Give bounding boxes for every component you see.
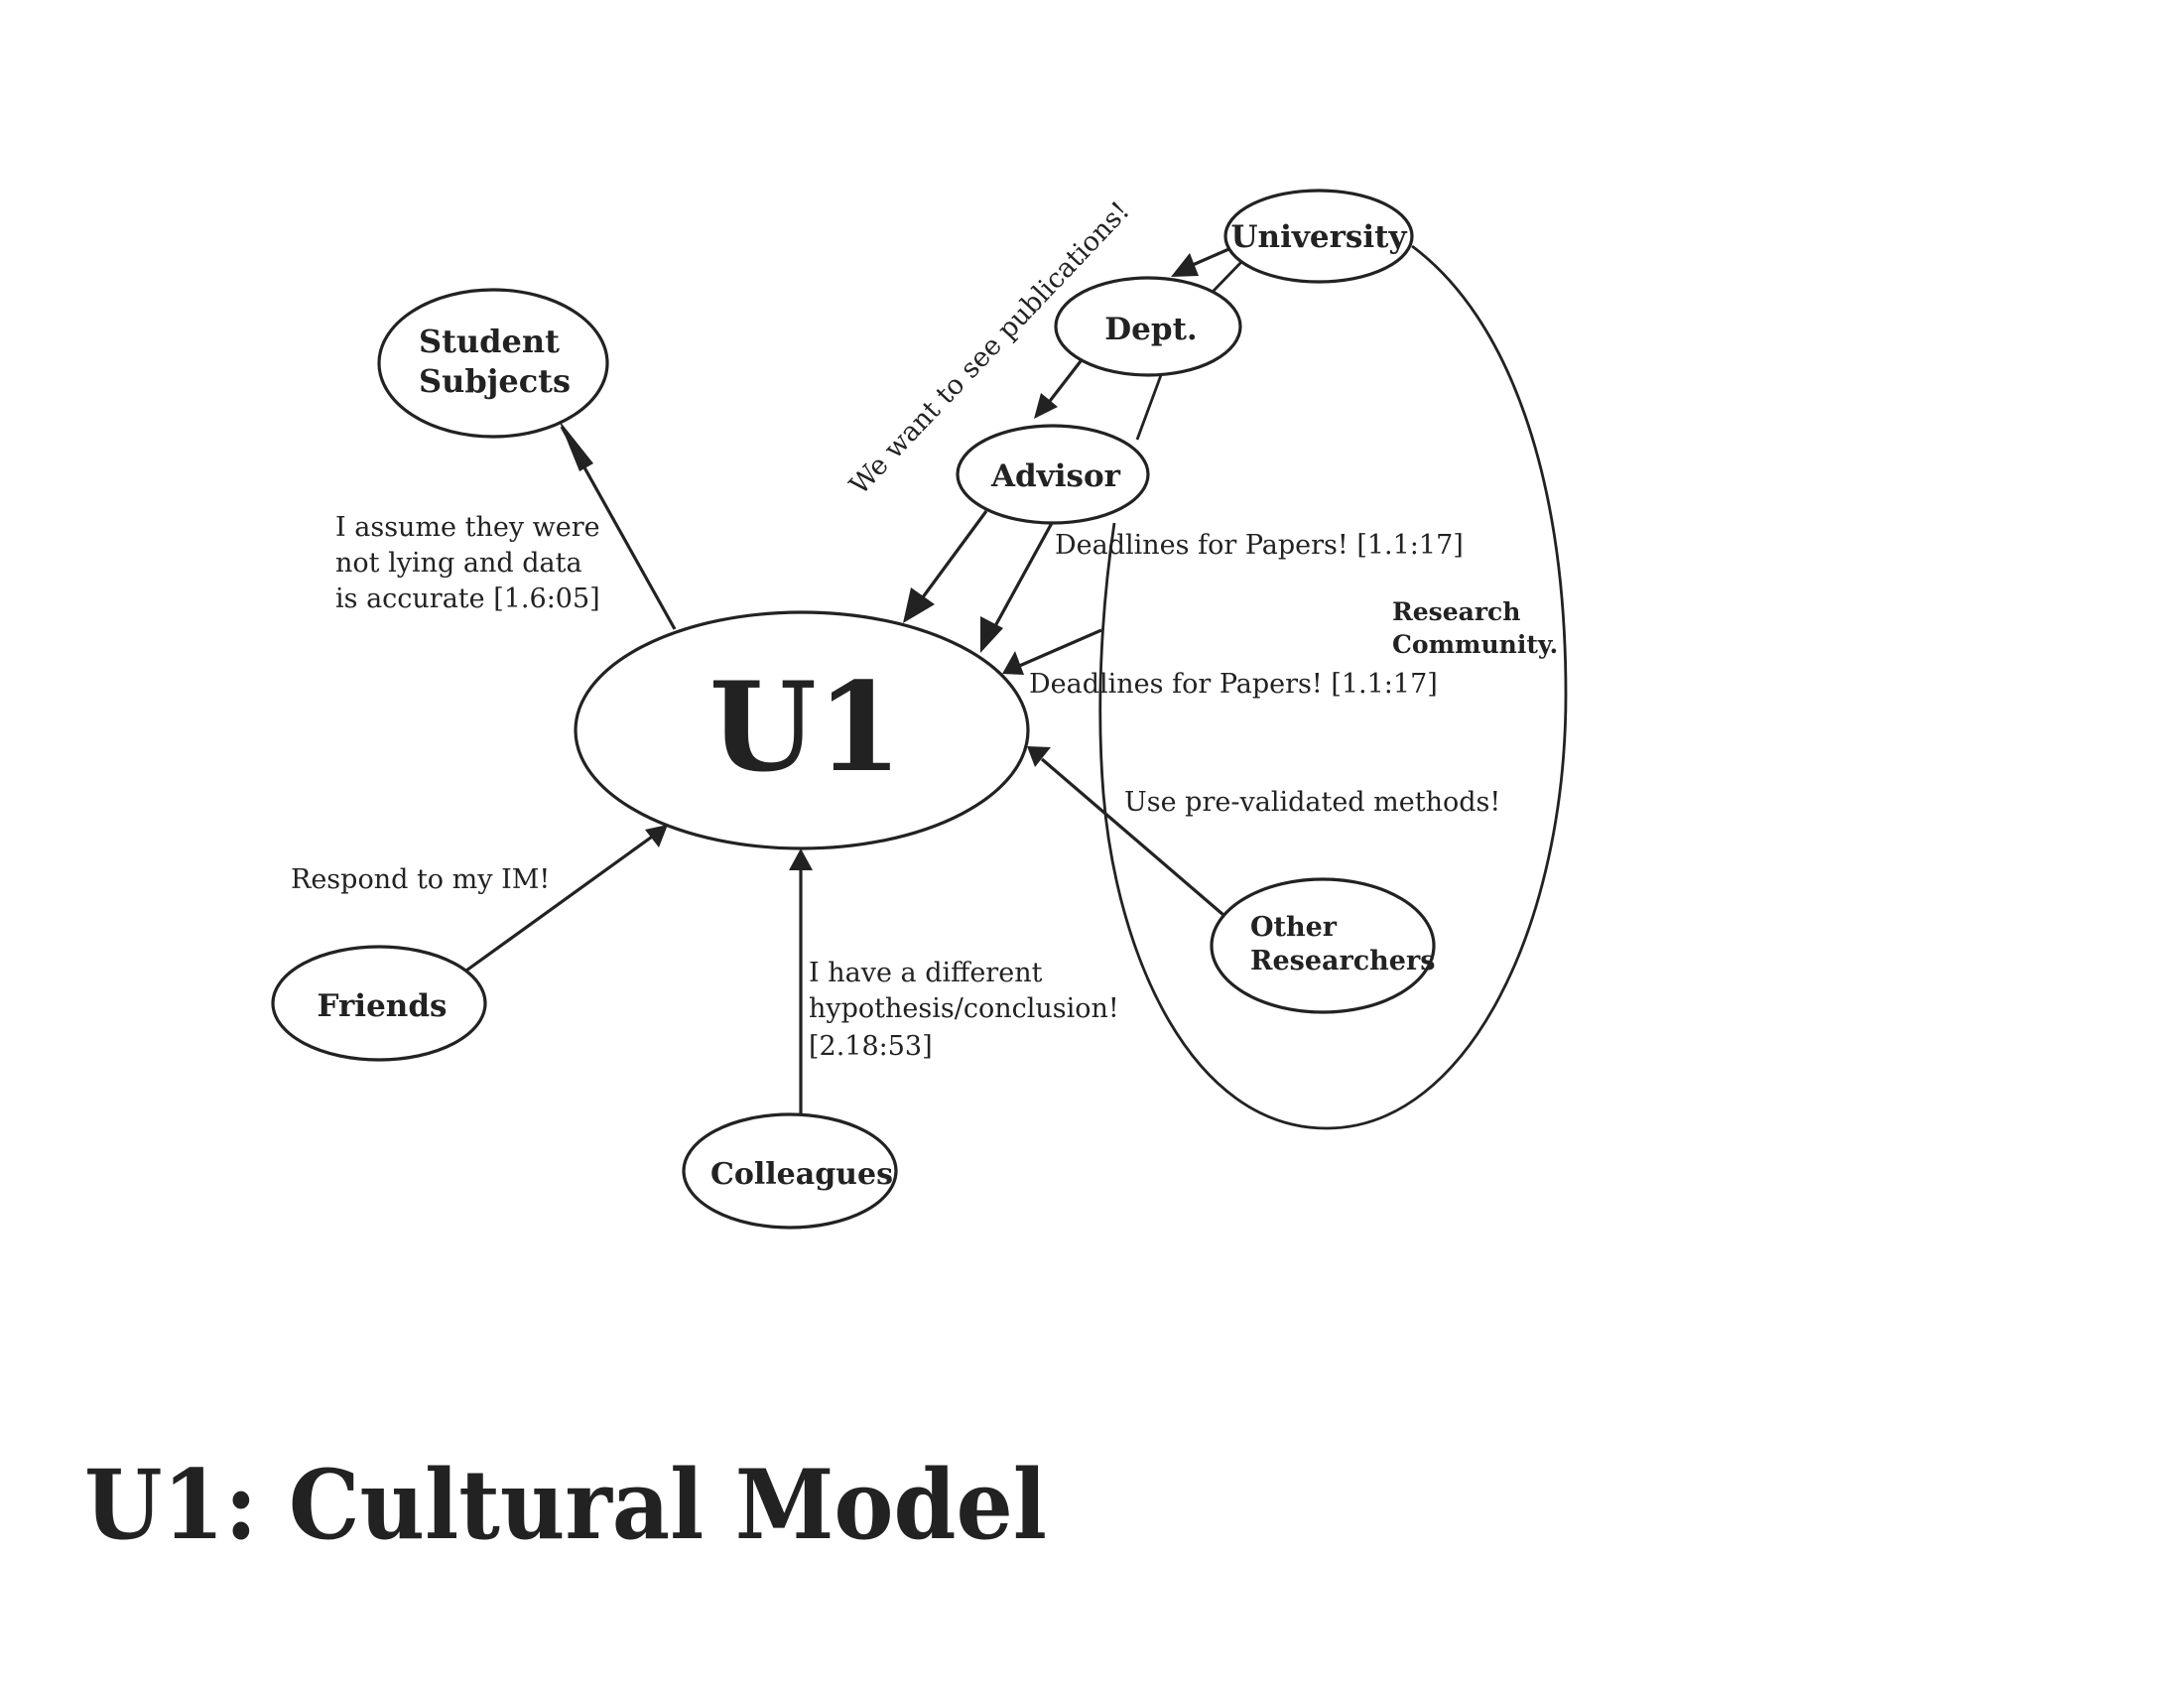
arrowhead-u1-b: [980, 616, 1003, 653]
edge-advisor-to-u1-b: [988, 522, 1054, 636]
arrowhead-advisor: [1034, 393, 1058, 419]
colleagues-label: Colleagues: [710, 1157, 893, 1192]
student-subjects-edge-label-line1: I assume they were: [335, 512, 600, 543]
arrowhead-student-subjects: [559, 420, 593, 471]
node-dept[interactable]: Dept.: [1054, 276, 1242, 377]
edge-dept-to-advisor: [1045, 360, 1083, 406]
node-u1[interactable]: U1: [574, 610, 1030, 850]
arrowhead-u1-f: [789, 848, 813, 870]
arrowhead-u1-e: [645, 825, 668, 847]
research-community-label-line2: Community.: [1392, 630, 1558, 659]
other-researchers-label-line1: Other: [1250, 912, 1338, 943]
other-researchers-label-line2: Researchers: [1250, 946, 1435, 976]
colleagues-edge-label-line3: [2.18:53]: [809, 1031, 933, 1062]
friends-edge-label: Respond to my IM!: [291, 864, 550, 895]
u1-label: U1: [709, 656, 902, 800]
node-friends[interactable]: Friends: [271, 945, 487, 1062]
edge-advisor-to-u1-a: [915, 510, 988, 606]
page-title: U1: Cultural Model: [84, 1449, 1047, 1561]
university-label: University: [1231, 219, 1408, 255]
colleagues-edge-label-line1: I have a different: [809, 958, 1043, 988]
node-colleagues[interactable]: Colleagues: [682, 1112, 898, 1230]
advisor-deadlines-edge-label: Deadlines for Papers! [1.1:17]: [1055, 530, 1464, 561]
student-subjects-label-line2: Subjects: [419, 362, 571, 400]
node-other-researchers[interactable]: Other Researchers: [1210, 877, 1436, 1014]
node-university[interactable]: University: [1223, 189, 1414, 284]
arrowhead-u1-c: [1002, 651, 1024, 675]
research-community-group-boundary: [1098, 244, 1568, 1130]
arrowhead-dept: [1171, 253, 1199, 277]
arrowhead-u1-d: [1027, 746, 1051, 767]
community-deadlines-edge-label: Deadlines for Papers! [1.1:17]: [1029, 669, 1438, 700]
friends-label: Friends: [318, 988, 448, 1024]
student-subjects-edge-label-line3: is accurate [1.6:05]: [335, 584, 600, 614]
arrowhead-u1-a: [903, 587, 935, 623]
colleagues-edge-label-line2: hypothesis/conclusion!: [809, 993, 1119, 1024]
edge-friends-to-u1: [465, 833, 656, 973]
student-subjects-edge-label-line2: not lying and data: [335, 548, 582, 579]
edge-other-researchers-to-u1: [1040, 757, 1225, 917]
student-subjects-label-line1: Student: [419, 323, 560, 360]
research-community-label-line1: Research: [1392, 597, 1520, 626]
node-student-subjects[interactable]: Student Subjects: [377, 288, 609, 439]
node-advisor[interactable]: Advisor: [956, 424, 1150, 525]
dept-label: Dept.: [1104, 312, 1197, 347]
edge-community-to-u1: [1016, 628, 1102, 669]
other-researchers-edge-label: Use pre-validated methods!: [1124, 787, 1500, 818]
advisor-label: Advisor: [990, 458, 1121, 494]
